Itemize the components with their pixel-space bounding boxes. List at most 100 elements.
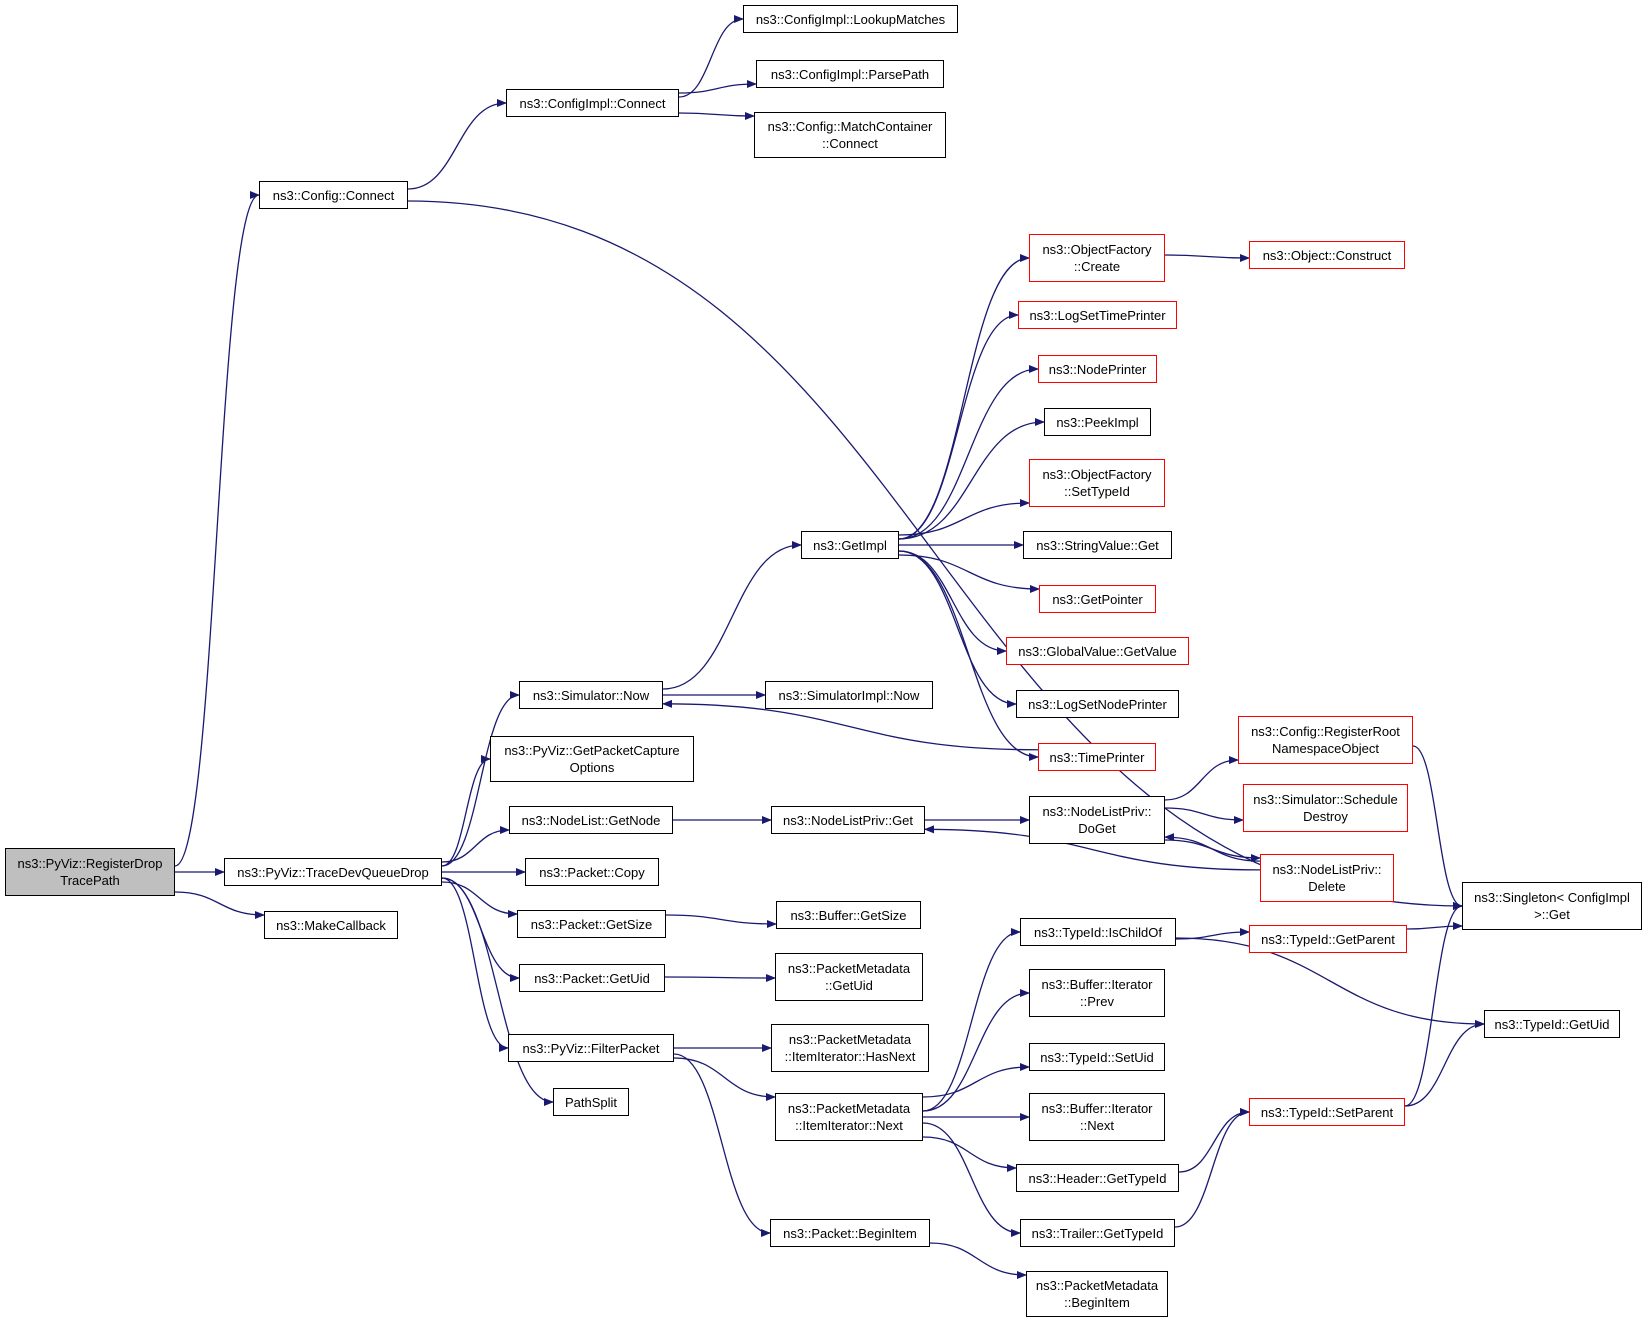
node-header-gettypeid[interactable]: ns3::Header::GetTypeId [1016, 1164, 1179, 1192]
node-label: ns3::SimulatorImpl::Now [778, 687, 920, 703]
edge-trace-dev-queue-drop-to-filter-packet [441, 877, 509, 1052]
node-itemiterator-hasnext[interactable]: ns3::PacketMetadata::ItemIterator::HasNe… [771, 1024, 929, 1072]
edge-configimpl-connect-to-match-container-connect [678, 111, 755, 120]
node-packetmetadata-beginitem[interactable]: ns3::PacketMetadata::BeginItem [1026, 1271, 1168, 1317]
edge-itemiterator-next-to-trailer-gettypeid [922, 1122, 1021, 1237]
node-packet-beginitem[interactable]: ns3::Packet::BeginItem [770, 1219, 930, 1247]
node-itemiterator-next[interactable]: ns3::PacketMetadata::ItemIterator::Next [775, 1093, 923, 1141]
edge-timeprinter-to-simulator-now [662, 699, 1039, 751]
node-label: ns3::TypeId::SetUid [1040, 1049, 1154, 1065]
edge-config-connect-to-configimpl-connect [407, 99, 507, 190]
node-label: ns3::PacketMetadata [787, 1101, 911, 1116]
edge-get-impl-to-peekimpl [898, 418, 1045, 540]
node-label: ::GetUid [825, 978, 873, 993]
node-typeid-setuid[interactable]: ns3::TypeId::SetUid [1029, 1043, 1165, 1071]
node-buffer-iterator-next[interactable]: ns3::Buffer::Iterator::Next [1029, 1093, 1165, 1141]
node-label: ns3::Buffer::Iterator [1041, 977, 1153, 992]
node-label: ns3::GetPointer [1052, 591, 1143, 607]
node-label: ns3::GlobalValue::GetValue [1018, 643, 1177, 659]
node-label: ::ItemIterator::HasNext [784, 1049, 916, 1064]
edge-configimpl-connect-to-parse-path [678, 80, 757, 94]
node-lookup-matches[interactable]: ns3::ConfigImpl::LookupMatches [743, 5, 958, 33]
node-label: ns3::Config::MatchContainer [767, 119, 933, 134]
edge-packet-getsize-to-buffer-getsize [665, 914, 777, 928]
node-typeid-ischildof[interactable]: ns3::TypeId::IsChildOf [1020, 918, 1176, 946]
node-simulatorimpl-now[interactable]: ns3::SimulatorImpl::Now [765, 681, 933, 709]
node-objectfactory-create[interactable]: ns3::ObjectFactory::Create [1029, 234, 1165, 282]
node-trailer-gettypeid[interactable]: ns3::Trailer::GetTypeId [1020, 1219, 1175, 1247]
edge-typeid-getparent-to-singleton-get [1406, 922, 1463, 931]
node-typeid-getuid[interactable]: ns3::TypeId::GetUid [1484, 1010, 1620, 1038]
node-configimpl-connect[interactable]: ns3::ConfigImpl::Connect [506, 89, 679, 117]
edge-root-to-make-callback [174, 891, 265, 919]
node-packet-copy[interactable]: ns3::Packet::Copy [525, 858, 659, 886]
node-make-callback[interactable]: ns3::MakeCallback [264, 911, 398, 939]
node-buffer-iterator-prev[interactable]: ns3::Buffer::Iterator::Prev [1029, 969, 1165, 1017]
node-label: ::SetTypeId [1064, 484, 1130, 499]
node-typeid-setparent[interactable]: ns3::TypeId::SetParent [1249, 1098, 1405, 1126]
edge-typeid-ischildof-to-typeid-getparent [1175, 928, 1250, 940]
node-parse-path[interactable]: ns3::ConfigImpl::ParsePath [756, 60, 944, 88]
node-simulator-now[interactable]: ns3::Simulator::Now [519, 681, 663, 709]
node-label: ::Prev [1080, 994, 1114, 1009]
node-label: ns3::Buffer::GetSize [790, 907, 907, 923]
node-label: ns3::PacketMetadata [1035, 1278, 1159, 1293]
edge-nodelistpriv-delete-to-nodelistpriv-doget [1164, 833, 1261, 862]
node-singleton-get[interactable]: ns3::Singleton< ConfigImpl>::Get [1462, 882, 1642, 930]
node-label: ns3::PyViz::TraceDevQueueDrop [237, 864, 429, 880]
edge-filter-packet-to-packet-beginitem [673, 1053, 771, 1237]
node-path-split[interactable]: PathSplit [553, 1088, 629, 1116]
node-label: Options [569, 760, 615, 775]
node-label: ns3::ConfigImpl::LookupMatches [755, 11, 946, 27]
node-object-construct[interactable]: ns3::Object::Construct [1249, 241, 1405, 269]
node-nodelistpriv-delete[interactable]: ns3::NodeListPriv::Delete [1260, 854, 1394, 902]
node-packet-getsize[interactable]: ns3::Packet::GetSize [517, 910, 666, 938]
node-label: ns3::PyViz::RegisterDrop [17, 856, 163, 871]
edge-get-impl-to-globalvalue-getvalue [898, 550, 1007, 655]
node-get-impl[interactable]: ns3::GetImpl [801, 531, 899, 559]
edge-trace-dev-queue-drop-to-nodelist-getnode [441, 826, 510, 863]
edge-get-impl-to-timeprinter [898, 550, 1039, 761]
node-nodelistpriv-doget[interactable]: ns3::NodeListPriv::DoGet [1029, 796, 1165, 844]
node-label: ns3::Object::Construct [1262, 247, 1392, 263]
edge-header-gettypeid-to-typeid-setparent [1178, 1108, 1250, 1173]
node-logsetnodeprinter[interactable]: ns3::LogSetNodePrinter [1016, 690, 1179, 718]
node-globalvalue-getvalue[interactable]: ns3::GlobalValue::GetValue [1006, 637, 1189, 665]
node-nodelistpriv-get[interactable]: ns3::NodeListPriv::Get [771, 806, 925, 834]
node-filter-packet[interactable]: ns3::PyViz::FilterPacket [508, 1034, 674, 1062]
edge-get-impl-to-objectfactory-settypeid [898, 499, 1030, 536]
edge-trace-dev-queue-drop-to-packet-getsize [441, 881, 518, 918]
edge-registerroot-to-singleton-get [1412, 745, 1463, 910]
node-packetmetadata-getuid[interactable]: ns3::PacketMetadata::GetUid [775, 953, 923, 1001]
node-label: ::Create [1073, 259, 1121, 274]
edge-get-impl-to-logsettimeprinter [898, 311, 1019, 540]
node-label: ns3::NodeListPriv:: [1272, 862, 1382, 877]
node-peekimpl[interactable]: ns3::PeekImpl [1044, 408, 1151, 436]
node-timeprinter[interactable]: ns3::TimePrinter [1038, 743, 1156, 771]
node-logsettimeprinter[interactable]: ns3::LogSetTimePrinter [1018, 301, 1177, 329]
node-trace-dev-queue-drop[interactable]: ns3::PyViz::TraceDevQueueDrop [224, 858, 442, 886]
edge-objectfactory-create-to-object-construct [1164, 253, 1250, 262]
node-nodeprinter[interactable]: ns3::NodePrinter [1038, 355, 1157, 383]
node-label: TracePath [60, 873, 120, 888]
node-label: ns3::PacketMetadata [788, 1032, 912, 1047]
node-typeid-getparent[interactable]: ns3::TypeId::GetParent [1249, 925, 1407, 953]
node-match-container-connect[interactable]: ns3::Config::MatchContainer::Connect [754, 112, 946, 158]
node-buffer-getsize[interactable]: ns3::Buffer::GetSize [776, 901, 921, 929]
node-getpointer[interactable]: ns3::GetPointer [1039, 585, 1156, 613]
node-nodelist-getnode[interactable]: ns3::NodeList::GetNode [509, 806, 673, 834]
node-objectfactory-settypeid[interactable]: ns3::ObjectFactory::SetTypeId [1029, 459, 1165, 507]
node-config-connect[interactable]: ns3::Config::Connect [259, 181, 408, 209]
node-packet-getuid[interactable]: ns3::Packet::GetUid [519, 964, 665, 992]
edge-config-connect-to-singleton-get [407, 200, 1463, 910]
node-label: ns3::StringValue::Get [1036, 537, 1159, 553]
node-stringvalue-get[interactable]: ns3::StringValue::Get [1023, 531, 1172, 559]
edge-get-impl-to-getpointer [898, 554, 1040, 593]
node-label: ns3::MakeCallback [276, 917, 386, 933]
edge-nodelistpriv-doget-to-schedule-destroy [1164, 807, 1244, 824]
